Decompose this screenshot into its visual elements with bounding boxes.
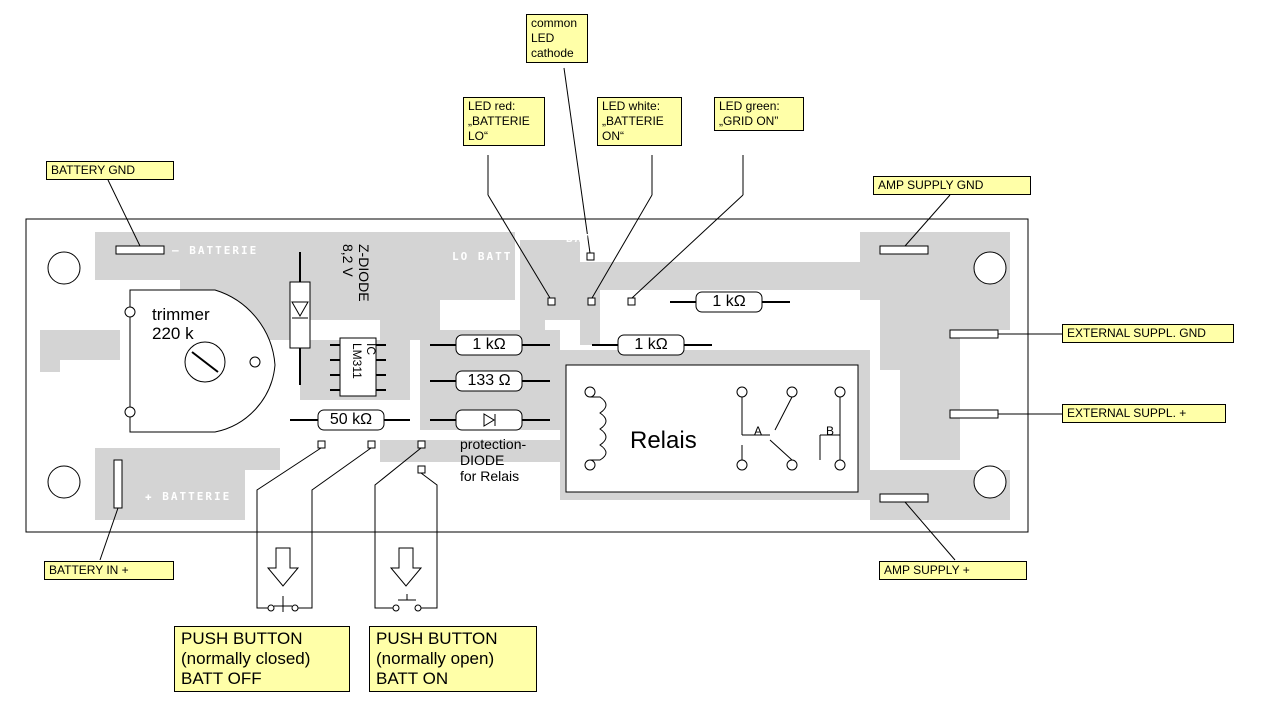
relais-label: Relais — [630, 427, 697, 454]
trimmer-pin-2 — [124, 406, 136, 418]
mount-hole-tr — [973, 251, 1007, 285]
pad-ext-gnd — [949, 329, 999, 339]
resistor-r1-label: 1 kΩ — [472, 336, 506, 353]
callout-led-red: LED red: „BATTERIE LO“ — [463, 97, 545, 146]
callout-amp-supply-gnd: AMP SUPPLY GND — [873, 176, 1031, 195]
pad-led-white — [587, 297, 596, 306]
pad-battery-plus — [113, 459, 123, 509]
silk-out: OUT — [232, 430, 258, 443]
zdiode-label: Z-DIODE 8,2 V — [340, 244, 372, 302]
contact-b-label: B — [826, 424, 835, 438]
resistor-r3-label: 1 kΩ — [712, 293, 746, 310]
silk-minus-batterie: — BATTERIE — [172, 244, 259, 257]
callout-battery-in-plus: BATTERY IN + — [44, 561, 174, 580]
pad-push-no-1 — [417, 440, 426, 449]
push-no-arrow — [389, 547, 423, 587]
callout-external-suppl-gnd: EXTERNAL SUPPL. GND — [1062, 324, 1234, 343]
resistor-r4-body — [455, 370, 523, 392]
trace-right-top — [860, 232, 1010, 330]
resistor-r3-body — [695, 291, 763, 313]
trimmer-slot — [191, 351, 219, 373]
trimmer-pin-3 — [249, 356, 261, 368]
callout-push-button-no: PUSH BUTTON (normally open) BATT ON — [369, 626, 537, 692]
trimmer-label: trimmer 220 k — [152, 305, 210, 343]
push-nc-arrow — [266, 547, 300, 587]
pad-push-nc-2 — [367, 440, 376, 449]
resistor-r2-body — [617, 334, 685, 356]
trace-center-mid — [580, 262, 880, 345]
ic-body — [339, 337, 377, 397]
resistor-r5-label: 50 kΩ — [329, 411, 373, 428]
protection-diode-label: protection- DIODE for Relais — [460, 436, 527, 484]
trace-left-mid — [40, 330, 120, 372]
resistor-r2-label: 1 kΩ — [634, 336, 668, 353]
pad-amp-gnd — [879, 245, 929, 255]
ic-label: IC LM311 — [350, 343, 378, 379]
relais-body — [565, 364, 859, 493]
callout-external-suppl-plus: EXTERNAL SUPPL. + — [1062, 404, 1226, 423]
resistor-r5-body — [317, 409, 385, 431]
silk-plus-batterie: ✚ BATTERIE — [145, 490, 232, 503]
pad-amp-plus — [879, 493, 929, 503]
trimmer-pin-1 — [124, 306, 136, 318]
callout-led-green: LED green: „GRID ON” — [714, 97, 804, 131]
contact-a-label: A — [754, 424, 763, 438]
callout-push-button-nc: PUSH BUTTON (normally closed) BATT OFF — [174, 626, 350, 692]
resistor-r4-label: 133 Ω — [467, 372, 511, 389]
pad-push-no-2 — [417, 465, 426, 474]
pad-led-red — [547, 297, 556, 306]
mount-hole-tl — [47, 251, 81, 285]
mount-hole-bl — [47, 465, 81, 499]
pad-battery-gnd — [115, 245, 165, 255]
trace-left-bottom — [95, 448, 280, 520]
callout-battery-gnd: BATTERY GND — [46, 161, 174, 180]
mount-hole-br — [973, 465, 1007, 499]
pad-ext-plus — [949, 409, 999, 419]
pad-push-nc-1 — [317, 440, 326, 449]
callout-common-led-cathode: common LED cathode — [526, 14, 588, 63]
resistor-r1-body — [455, 334, 523, 356]
callout-led-white: LED white: „BATTERIE ON“ — [597, 97, 682, 146]
silk-batt: BATT — [566, 232, 601, 245]
callout-amp-supply-plus: AMP SUPPLY + — [879, 561, 1027, 580]
pad-led-green — [627, 297, 636, 306]
pad-led-cathode — [586, 252, 595, 261]
silk-box: BOX — [652, 383, 678, 396]
relais-coil — [590, 396, 607, 461]
trace-right-mid — [880, 300, 960, 460]
silk-lo-batt: LO BATT — [452, 250, 513, 263]
